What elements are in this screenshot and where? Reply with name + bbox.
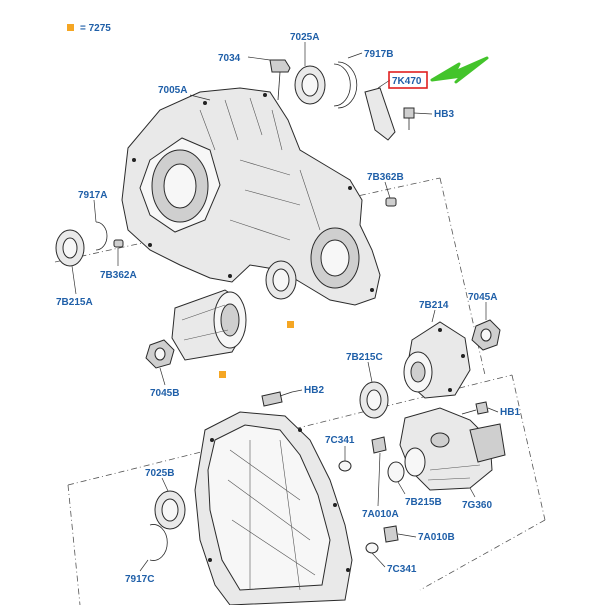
label-HB2: HB2: [304, 385, 324, 396]
sealant-marker-1: [287, 321, 294, 328]
front-housing-part: [121, 87, 381, 306]
part-labels: 7034 7025A 7917B 7K470 HB3 7005A 7B362B …: [56, 32, 520, 585]
washer-upper-part: [338, 460, 352, 472]
legend: = 7275: [67, 23, 111, 34]
label-7B215B: 7B215B: [405, 497, 442, 508]
flange-nut-a-part: [471, 319, 501, 351]
label-7025A: 7025A: [290, 32, 319, 43]
label-7045A: 7045A: [468, 292, 497, 303]
label-7B362A: 7B362A: [100, 270, 137, 281]
center-seal-part: [265, 260, 297, 300]
label-7034: 7034: [218, 53, 241, 64]
seal-flange-part: [359, 381, 389, 419]
label-7A010B: 7A010B: [418, 532, 455, 543]
washer-lower-part: [365, 542, 379, 554]
highlight-arrow-icon: [430, 56, 489, 84]
highlight-box: [388, 71, 428, 89]
label-7005A: 7005A: [158, 85, 187, 96]
sealant-markers: [219, 321, 294, 378]
label-7917A: 7917A: [78, 190, 107, 201]
sealant-marker-2: [219, 371, 226, 378]
legend-text: = 7275: [80, 23, 111, 34]
label-HB3: HB3: [434, 109, 454, 120]
seal-left-part: [55, 229, 85, 267]
snap-ring-left-part: [95, 221, 108, 251]
rear-housing-part: [194, 411, 353, 605]
label-7917B: 7917B: [364, 49, 393, 60]
shift-motor-part: [399, 407, 506, 491]
highlight: [388, 56, 489, 89]
plug-a-part: [371, 436, 387, 454]
o-ring-part: [387, 461, 405, 483]
label-7B215C: 7B215C: [346, 352, 383, 363]
label-7B362B: 7B362B: [367, 172, 404, 183]
legend-marker: [67, 24, 74, 31]
output-flange-part: [403, 321, 471, 399]
label-7B215A: 7B215A: [56, 297, 93, 308]
drum-flange-part: [171, 289, 247, 361]
label-HB1: HB1: [500, 407, 520, 418]
label-7025B: 7025B: [145, 468, 174, 479]
label-7045B: 7045B: [150, 388, 179, 399]
label-7G360: 7G360: [462, 500, 492, 511]
label-7C341-lower: 7C341: [387, 564, 417, 575]
label-7K470: 7K470: [392, 76, 422, 87]
snap-ring-top-part: [333, 61, 358, 109]
bolt-hb1-part: [461, 401, 489, 415]
output-seal-bottom-part: [154, 490, 186, 530]
label-7C341-upper: 7C341: [325, 435, 355, 446]
vent-tube-part: [269, 59, 291, 101]
label-7A010A: 7A010A: [362, 509, 399, 520]
flange-nut-b-part: [145, 339, 175, 369]
dowel-pin-a-part: [113, 239, 124, 248]
bolt-hb2-part: [261, 391, 293, 407]
label-7B214: 7B214: [419, 300, 449, 311]
bolt-hb3-part: [403, 107, 415, 130]
leader-lines: [71, 42, 499, 572]
snap-ring-bottom-part: [149, 524, 168, 561]
dowel-pin-b-part: [385, 197, 397, 207]
sensor-plate-part: [364, 87, 396, 141]
output-seal-top-part: [294, 65, 326, 105]
label-7917C: 7917C: [125, 574, 154, 585]
plug-b-part: [383, 525, 399, 543]
